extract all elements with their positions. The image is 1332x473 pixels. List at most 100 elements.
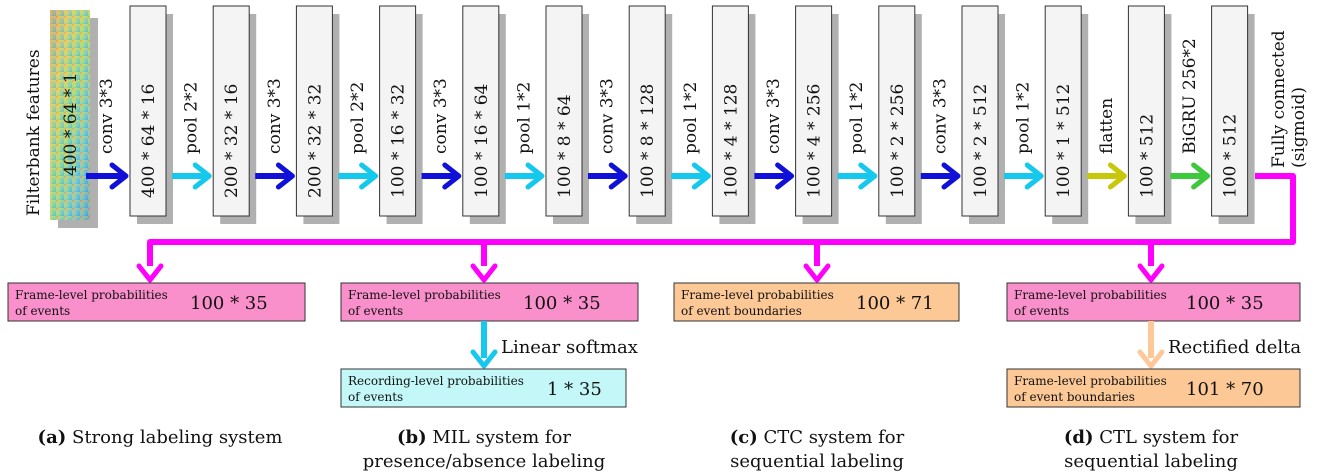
arrowhead-c [803,263,831,283]
caption-c: (c) CTC system for sequential labeling [730,427,905,472]
svg-text:of events: of events [15,304,70,318]
system-a-output: Frame-level probabilities of events 100 … [7,282,306,322]
layer-box-9 [795,5,833,217]
caption-b: (b) MIL system for presence/absence labe… [363,427,606,472]
input-shape: 400 * 64 * 1 [61,72,81,176]
op-label-8: pool 1*2 [681,82,701,154]
layer-box-2 [212,5,250,217]
layer-shape-7: 100 * 8 * 128 [638,84,658,198]
op-label-4: pool 2*2 [348,82,368,154]
layer-shape-9: 100 * 4 * 256 [805,84,825,198]
arrowhead-3 [275,162,295,190]
svg-text:Recording-level probabilities: Recording-level probabilities [348,374,524,388]
layer-box-12 [1044,5,1082,217]
svg-text:Frame-level probabilities: Frame-level probabilities [1014,374,1167,388]
svg-text:of event boundaries: of event boundaries [681,304,802,318]
svg-text:Frame-level probabilities: Frame-level probabilities [348,288,501,302]
op-label-13: flatten [1097,98,1117,154]
op-label-3: conv 3*3 [265,78,285,154]
op-label-2: pool 2*2 [182,82,202,154]
layer-box-6 [545,5,583,217]
op-label-9: conv 3*3 [764,78,784,154]
svg-text:presence/absence labeling: presence/absence labeling [363,451,606,472]
caption-a: (a) Strong labeling system [38,427,283,448]
svg-text:1 * 35: 1 * 35 [547,379,602,400]
op-label-6: pool 1*2 [514,82,534,154]
op-label-12: pool 1*2 [1014,82,1034,154]
system-b-recording-output: Recording-level probabilities of events … [340,368,627,408]
layer-box-14 [1211,5,1249,217]
linear-softmax-arrowhead [470,349,498,369]
arrowhead-a [136,263,164,283]
layer-box-10 [878,5,916,217]
svg-text:(d) CTL system for: (d) CTL system for [1064,427,1239,448]
system-b-output: Frame-level probabilities of events 100 … [340,282,639,322]
arrowhead-2 [192,162,212,190]
arrowhead-12 [1024,162,1044,190]
rectified-delta-label: Rectified delta [1168,337,1301,358]
op-label-11: conv 3*3 [930,78,950,154]
op-label-14: BiGRU 256*2 [1180,38,1200,154]
arrowhead-14 [1191,162,1211,190]
svg-text:Frame-level probabilities: Frame-level probabilities [1014,288,1167,302]
arrowhead-4 [359,162,379,190]
layer-shape-13: 100 * 512 [1137,114,1157,198]
svg-text:sequential labeling: sequential labeling [1064,451,1238,472]
layer-shape-4: 100 * 16 * 32 [389,84,409,198]
layer-shape-1: 400 * 64 * 16 [139,84,159,198]
linear-softmax-label: Linear softmax [501,337,638,358]
layer-box-11 [961,5,999,217]
svg-text:Frame-level probabilities: Frame-level probabilities [15,288,168,302]
layer-box-1 [129,5,167,217]
arrowhead-13 [1107,162,1127,190]
system-d-boundary-output: Frame-level probabilities of event bound… [1006,368,1301,408]
layer-shape-12: 100 * 1 * 512 [1054,84,1074,198]
op-label-7: conv 3*3 [598,78,618,154]
svg-text:(c) CTC system for: (c) CTC system for [730,427,905,448]
arrowhead-9 [775,162,795,190]
svg-text:100 * 71: 100 * 71 [856,293,934,314]
arrowhead-8 [691,162,711,190]
arrowhead-d [1137,263,1165,283]
arrowhead-1 [109,162,129,190]
svg-text:100 * 35: 100 * 35 [523,293,601,314]
layer-box-5 [462,5,500,217]
arrowhead-5 [442,162,462,190]
rectified-delta-arrowhead [1137,349,1165,369]
arrowhead-11 [941,162,961,190]
op-label-10: pool 1*2 [847,82,867,154]
layer-box-3 [295,5,333,217]
svg-text:100 * 35: 100 * 35 [190,293,268,314]
svg-text:of events: of events [348,304,403,318]
svg-text:of events: of events [1014,304,1069,318]
fc-label-line2: (sigmoid) [1289,87,1309,168]
layer-shape-6: 100 * 8 * 64 [555,94,575,198]
arrowhead-7 [608,162,628,190]
op-label-1: conv 3*3 [97,78,117,154]
layer-shape-10: 100 * 2 * 256 [888,84,908,198]
layer-box-13 [1127,5,1165,217]
svg-text:sequential labeling: sequential labeling [730,451,904,472]
input-label: Filterbank features [24,49,44,216]
svg-text:101 * 70: 101 * 70 [1186,379,1264,400]
fc-label-line1: Fully connected [1269,30,1289,168]
svg-text:of events: of events [348,390,403,404]
svg-text:Frame-level probabilities: Frame-level probabilities [681,288,834,302]
output-bus-line [147,173,1296,266]
layer-shape-3: 200 * 32 * 32 [305,84,325,198]
arrowhead-10 [858,162,878,190]
svg-text:(a) Strong labeling system: (a) Strong labeling system [38,427,283,448]
system-c-output: Frame-level probabilities of event bound… [673,282,960,322]
op-label-5: conv 3*3 [431,78,451,154]
arrowhead-b [470,263,498,283]
svg-text:100 * 35: 100 * 35 [1186,293,1264,314]
layer-shape-14: 100 * 512 [1221,114,1241,198]
layer-shape-5: 100 * 16 * 64 [472,84,492,198]
layer-box-8 [711,5,749,217]
arrowhead-6 [525,162,545,190]
layer-box-4 [379,5,417,217]
svg-text:(b) MIL system for: (b) MIL system for [397,427,571,448]
system-d-output: Frame-level probabilities of events 100 … [1006,282,1301,322]
layer-shape-11: 100 * 2 * 512 [971,84,991,198]
